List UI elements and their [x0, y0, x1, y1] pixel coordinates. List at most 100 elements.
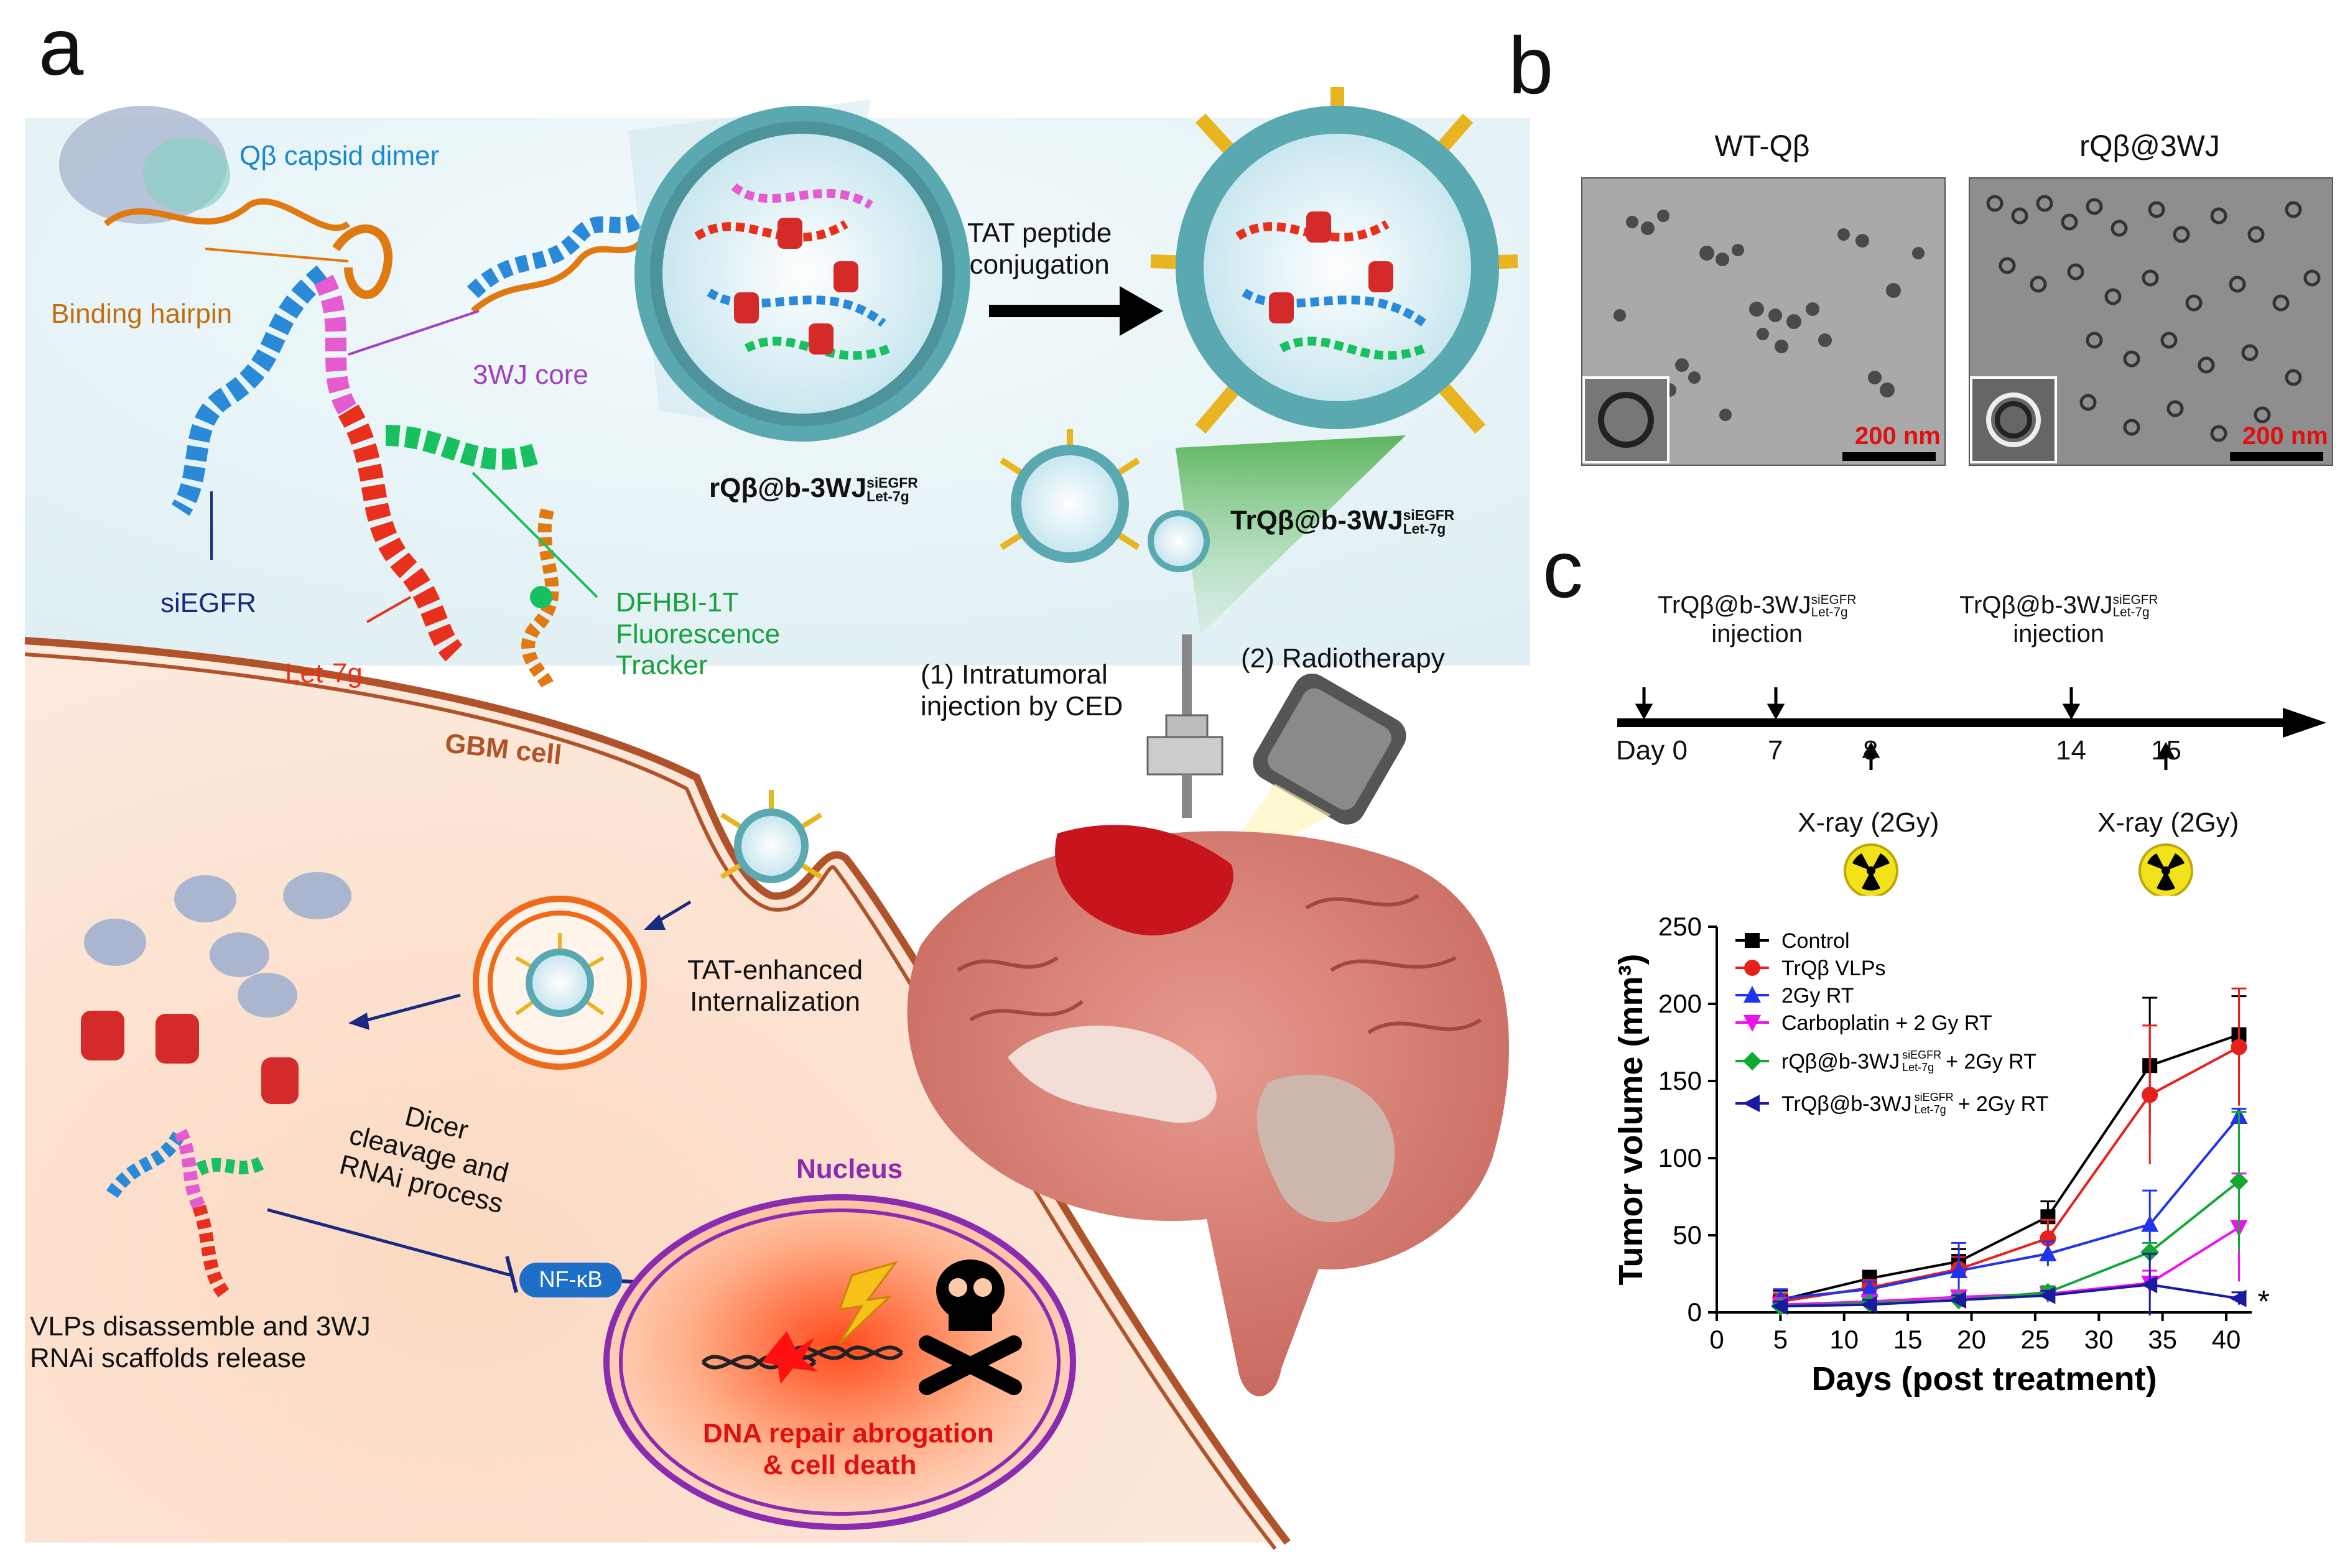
injection-label: (1) Intratumoral injection by CED — [921, 659, 1123, 721]
tem-wt-texture — [1582, 179, 1944, 465]
tem-rqb-3wj: 200 nm — [1969, 177, 2333, 466]
legend-marker-2 — [1744, 986, 1761, 1003]
legend-marker-1 — [1744, 960, 1760, 976]
x-tick-label: 40 — [2212, 1325, 2241, 1354]
data-point-4 — [2140, 1243, 2160, 1262]
panel-b-letter: b — [1508, 20, 1554, 111]
legend-marker-0 — [1745, 933, 1760, 948]
y-tick-label: 250 — [1658, 912, 1702, 941]
series-line-1 — [1780, 1046, 2240, 1303]
timeline-xray-2: X-ray (2Gy) — [2097, 807, 2239, 838]
legend-sup-4: siEGFR — [1902, 1049, 1941, 1061]
x-tick-label: 30 — [2084, 1325, 2114, 1354]
series-line-5 — [1780, 1283, 2239, 1308]
significance-star: * — [2258, 1284, 2270, 1319]
tem-wt-qb: 200 nm — [1581, 177, 1946, 466]
x-tick-label: 5 — [1773, 1325, 1788, 1354]
data-point-5 — [2140, 1276, 2158, 1294]
legend-label-4: rQβ@b-3WJ — [1781, 1050, 1900, 1074]
series-line-4 — [1780, 1180, 2240, 1308]
data-point-2 — [2039, 1244, 2057, 1261]
legend-suffix-4: + 2Gy RT — [1946, 1050, 2036, 1074]
siegfr-label: siEGFR — [160, 588, 256, 618]
cell-death-label: DNA repair abrogation & cell death — [703, 1418, 994, 1480]
rqb-vlp-particle — [634, 106, 970, 442]
timeline-day7: 7 — [1768, 735, 1783, 766]
y-tick-label: 200 — [1658, 989, 1702, 1018]
radiation-icon-1 — [1844, 843, 1898, 896]
radiotherapy-device — [1253, 674, 1406, 825]
wt-qb-title: WT-Qβ — [1714, 130, 1810, 163]
rqb-scale-bar — [2230, 452, 2323, 461]
x-tick-label: 0 — [1709, 1325, 1724, 1354]
trqb-vlp-particle — [1150, 87, 1518, 434]
legend-suffix-5: + 2Gy RT — [1958, 1092, 2049, 1116]
data-point-2 — [1950, 1261, 1968, 1279]
y-tick-label: 0 — [1688, 1297, 1702, 1327]
data-point-5 — [1949, 1291, 1967, 1309]
y-tick-label: 100 — [1658, 1143, 1702, 1172]
x-tick-label: 10 — [1829, 1325, 1859, 1354]
data-point-1 — [2142, 1087, 2158, 1103]
damaged-dna-icon — [701, 1261, 904, 1384]
tem-rqb-texture — [1970, 179, 2332, 465]
treatment-timeline — [1617, 687, 2326, 896]
panel-a-illustration — [24, 87, 1530, 1550]
data-point-5 — [2229, 1289, 2247, 1307]
radiation-icon-2 — [2138, 843, 2193, 896]
small-trqb-vlp — [1000, 429, 1140, 563]
rqb-scale-text: 200 nm — [2242, 422, 2328, 450]
timeline-day8: 8 — [1863, 735, 1878, 766]
let7g-label: Let-7g — [285, 658, 363, 689]
legend-marker-4 — [1743, 1052, 1762, 1070]
capsid-dimer-label: Qβ capsid dimer — [239, 141, 440, 171]
legend-label-1: TrQβ VLPs — [1781, 957, 1886, 980]
legend-label-3: Carboplatin + 2 Gy RT — [1781, 1011, 1992, 1035]
tracker-label: DFHBI-1T Fluorescence Tracker — [616, 587, 781, 681]
let7g-helix — [338, 404, 463, 662]
skull-icon — [919, 1260, 1022, 1395]
legend-sub-5: Let-7g — [1915, 1103, 1946, 1116]
siegfr-helix — [171, 265, 330, 516]
legend-marker-3 — [1744, 1015, 1761, 1032]
nfkb-box — [519, 1263, 622, 1297]
data-point-5 — [1860, 1296, 1877, 1314]
binding-hairpin-helix — [332, 225, 392, 299]
membrane-vlp — [720, 790, 823, 883]
brain-illustration — [907, 825, 1510, 1396]
y-tick-label: 150 — [1658, 1066, 1702, 1095]
legend-sub-4: Let-7g — [1902, 1061, 1934, 1074]
ced-injector — [1146, 634, 1224, 818]
timeline-day0: Day 0 — [1616, 735, 1688, 766]
legend-sup-5: siEGFR — [1915, 1091, 1954, 1103]
legend-label-2: 2Gy RT — [1781, 984, 1854, 1008]
legend-label-5: TrQβ@b-3WJ — [1781, 1092, 1912, 1116]
endosome — [473, 896, 647, 1070]
radiotherapy-label: (2) Radiotherapy — [1241, 643, 1445, 674]
panel-c-letter: c — [1543, 524, 1583, 615]
x-axis-label: Days (post treatment) — [1811, 1360, 2157, 1398]
legend-marker-5 — [1743, 1095, 1760, 1112]
tat-conjugation-label: TAT peptide conjugation — [967, 218, 1112, 280]
wt-scale-bar — [1842, 452, 1936, 461]
series-line-3 — [1780, 1226, 2240, 1306]
x-tick-label: 15 — [1893, 1325, 1923, 1354]
nucleus-label: Nucleus — [796, 1154, 903, 1184]
tracker-helix — [385, 425, 538, 470]
series-line-2 — [1780, 1115, 2241, 1300]
data-point-5 — [2038, 1286, 2056, 1304]
3wj-core-label: 3WJ core — [473, 360, 588, 390]
disassembled-capsid-proteins — [81, 872, 351, 1104]
rqb-3wj-title: rQβ@3WJ — [2079, 130, 2220, 163]
series-line-0 — [1780, 1033, 2240, 1302]
released-rnai-scaffold — [106, 1128, 264, 1298]
timeline-xray-1: X-ray (2Gy) — [1798, 807, 1939, 838]
y-tick-label: 50 — [1673, 1220, 1702, 1250]
data-point-1 — [2040, 1230, 2056, 1246]
data-point-2 — [1860, 1279, 1878, 1297]
x-tick-label: 25 — [2021, 1325, 2050, 1354]
